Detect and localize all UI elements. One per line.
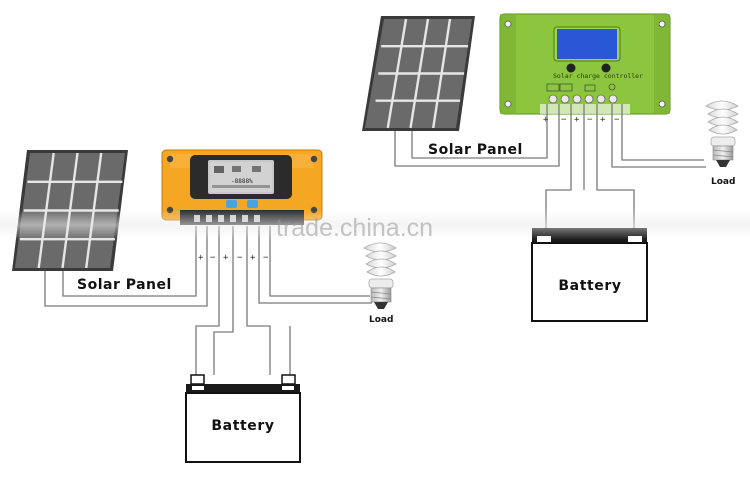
battery-right <box>531 228 648 322</box>
cfl-bulb-right <box>705 100 739 167</box>
solar-panel-label-right: Solar Panel <box>428 142 523 158</box>
cfl-bulb-left <box>363 242 397 309</box>
terminal-right-6: − <box>614 115 620 125</box>
terminal-right-3: + <box>574 115 580 125</box>
green-charge-controller <box>499 13 671 115</box>
terminal-left-3: + <box>223 253 229 263</box>
terminal-left-1: + <box>198 253 204 263</box>
left-controller-wires <box>195 226 372 375</box>
right-panel-wires <box>394 124 560 167</box>
left-panel-wires <box>44 231 208 307</box>
battery-label-right: Battery <box>558 278 622 294</box>
terminal-right-2: − <box>561 115 567 125</box>
terminal-left-4: − <box>237 253 243 263</box>
battery-label-left: Battery <box>211 418 275 434</box>
watermark-band <box>0 210 750 240</box>
solar-panel-right <box>362 16 475 131</box>
terminal-right-5: + <box>600 115 606 125</box>
terminal-left-5: + <box>250 253 256 263</box>
terminal-left-2: − <box>210 253 216 263</box>
controller-caption: Solar charge controller <box>553 72 644 80</box>
right-controller-wires <box>545 104 706 228</box>
lcd-digits: -8888% <box>231 178 253 185</box>
watermark-text: trade.china.cn <box>276 214 434 242</box>
load-label-right: Load <box>711 177 736 187</box>
solar-panel-label-left: Solar Panel <box>77 277 172 293</box>
battery-left <box>185 374 301 463</box>
terminal-left-6: − <box>263 253 269 263</box>
terminal-right-4: − <box>587 115 593 125</box>
load-label-left: Load <box>369 315 394 325</box>
terminal-right-1: + <box>543 115 549 125</box>
orange-charge-controller <box>161 149 323 225</box>
